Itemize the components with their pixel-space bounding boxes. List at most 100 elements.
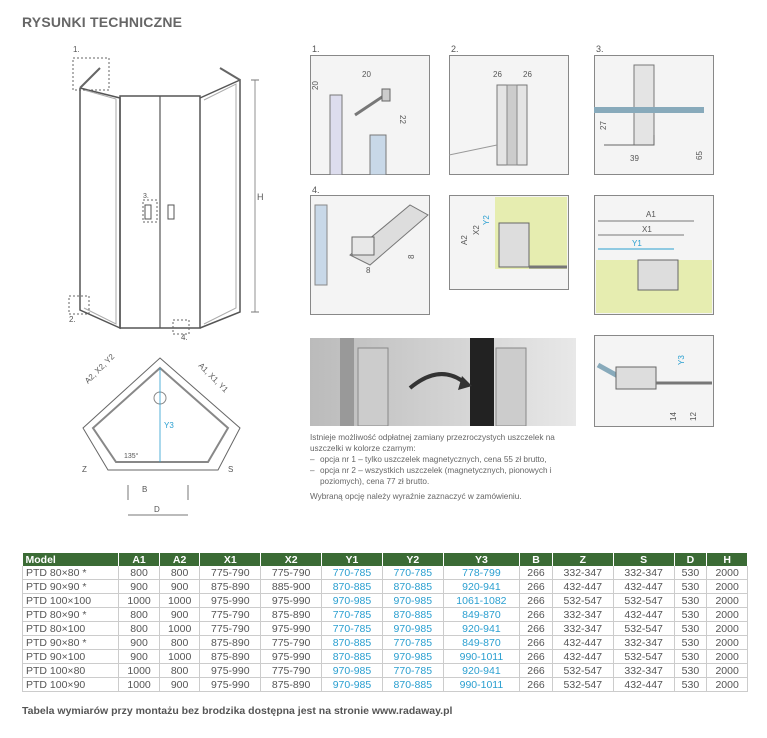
table-cell: 870-885	[321, 635, 383, 650]
table-cell: 532-547	[552, 663, 614, 678]
table-cell: 875-890	[199, 635, 262, 650]
table-header-cell: Model	[22, 553, 120, 566]
table-cell: 2000	[706, 593, 748, 608]
detail-profile-left: A2 X2 Y2	[449, 195, 569, 290]
table-cell: 2000	[706, 635, 748, 650]
table-cell: 900	[159, 607, 201, 622]
table-cell: 920-941	[443, 663, 521, 678]
table-cell: 266	[519, 566, 553, 580]
svg-text:39: 39	[630, 154, 639, 163]
table-cell: PTD 90×90 *	[21, 579, 120, 594]
table-cell: 332-347	[613, 566, 675, 580]
table-cell: 2000	[706, 649, 748, 664]
table-header-cell: Y1	[321, 553, 383, 566]
table-cell: 990-1011	[443, 677, 521, 692]
table-cell: 900	[159, 579, 201, 594]
table-cell: 875-890	[199, 649, 262, 664]
table-cell: 266	[519, 677, 553, 692]
table-cell: 432-447	[552, 635, 614, 650]
svg-text:65: 65	[695, 151, 704, 160]
table-cell: 2000	[706, 621, 748, 636]
table-cell: 920-941	[443, 621, 521, 636]
svg-text:14: 14	[669, 412, 678, 421]
table-cell: 770-785	[382, 663, 444, 678]
table-cell: PTD 100×80	[21, 663, 120, 678]
table-cell: 900	[118, 649, 160, 664]
table-cell: 1000	[159, 649, 201, 664]
table-cell: 770-785	[321, 607, 383, 622]
table-cell: 532-547	[552, 677, 614, 692]
table-cell: 885-900	[260, 579, 323, 594]
table-header-cell: Z	[552, 553, 614, 566]
svg-text:A2: A2	[460, 235, 469, 245]
table-cell: 530	[674, 649, 708, 664]
table-cell: PTD 90×100	[21, 649, 120, 664]
svg-text:20: 20	[311, 81, 320, 90]
table-cell: 875-890	[260, 677, 323, 692]
svg-text:Y2: Y2	[482, 215, 491, 225]
table-cell: 530	[674, 566, 708, 580]
table-cell: 2000	[706, 677, 748, 692]
table-cell: 800	[118, 566, 160, 580]
detail-1-drawing: 20 20 22	[310, 55, 430, 175]
table-cell: 800	[118, 621, 160, 636]
svg-text:A1, X1, Y1: A1, X1, Y1	[197, 361, 231, 395]
table-cell: 775-790	[260, 663, 323, 678]
table-cell: 990-1011	[443, 649, 521, 664]
svg-text:A1: A1	[646, 210, 656, 219]
svg-text:27: 27	[599, 121, 608, 130]
table-cell: 532-547	[613, 649, 675, 664]
table-cell: 970-985	[382, 649, 444, 664]
table-cell: 970-985	[321, 593, 383, 608]
table-cell: 870-885	[382, 677, 444, 692]
table-cell: 975-990	[260, 649, 323, 664]
svg-text:A2, X2, Y2: A2, X2, Y2	[83, 352, 117, 386]
table-header-cell: X2	[260, 553, 323, 566]
front-view-drawing: H 1. 2. 3. 4.	[68, 45, 264, 342]
table-cell: 870-885	[321, 579, 383, 594]
table-cell: 775-790	[260, 635, 323, 650]
table-header-cell: A1	[118, 553, 160, 566]
table-cell: 2000	[706, 607, 748, 622]
svg-text:D: D	[154, 505, 160, 514]
svg-text:26: 26	[493, 70, 502, 79]
table-cell: 800	[159, 663, 201, 678]
table-cell: PTD 80×90 *	[21, 607, 120, 622]
svg-text:Y1: Y1	[632, 239, 642, 248]
table-cell: 1061-1082	[443, 593, 521, 608]
table-cell: 849-870	[443, 607, 521, 622]
table-cell: 530	[674, 607, 708, 622]
table-cell: 432-447	[613, 677, 675, 692]
svg-text:2.: 2.	[69, 315, 76, 324]
table-cell: 532-547	[613, 593, 675, 608]
table-cell: 970-985	[382, 621, 444, 636]
table-cell: 2000	[706, 566, 748, 580]
table-cell: 266	[519, 593, 553, 608]
table-header-cell: Y3	[443, 553, 521, 566]
detail-3-drawing: 27 65 39	[594, 55, 714, 175]
table-cell: 800	[159, 566, 201, 580]
svg-text:B: B	[142, 485, 147, 494]
svg-text:135°: 135°	[124, 452, 139, 460]
table-header-cell: H	[706, 553, 748, 566]
table-header-cell: A2	[159, 553, 201, 566]
table-cell: 432-447	[552, 579, 614, 594]
table-cell: 970-985	[321, 677, 383, 692]
page-title: RYSUNKI TECHNICZNE	[22, 14, 183, 30]
table-cell: 2000	[706, 663, 748, 678]
table-cell: 970-985	[382, 593, 444, 608]
table-cell: 800	[118, 607, 160, 622]
table-cell: 532-547	[552, 593, 614, 608]
svg-text:3.: 3.	[143, 193, 149, 200]
table-cell: 770-785	[382, 635, 444, 650]
svg-text:8: 8	[407, 254, 416, 259]
table-cell: 332-347	[552, 621, 614, 636]
dim-h-label: H	[257, 192, 264, 202]
